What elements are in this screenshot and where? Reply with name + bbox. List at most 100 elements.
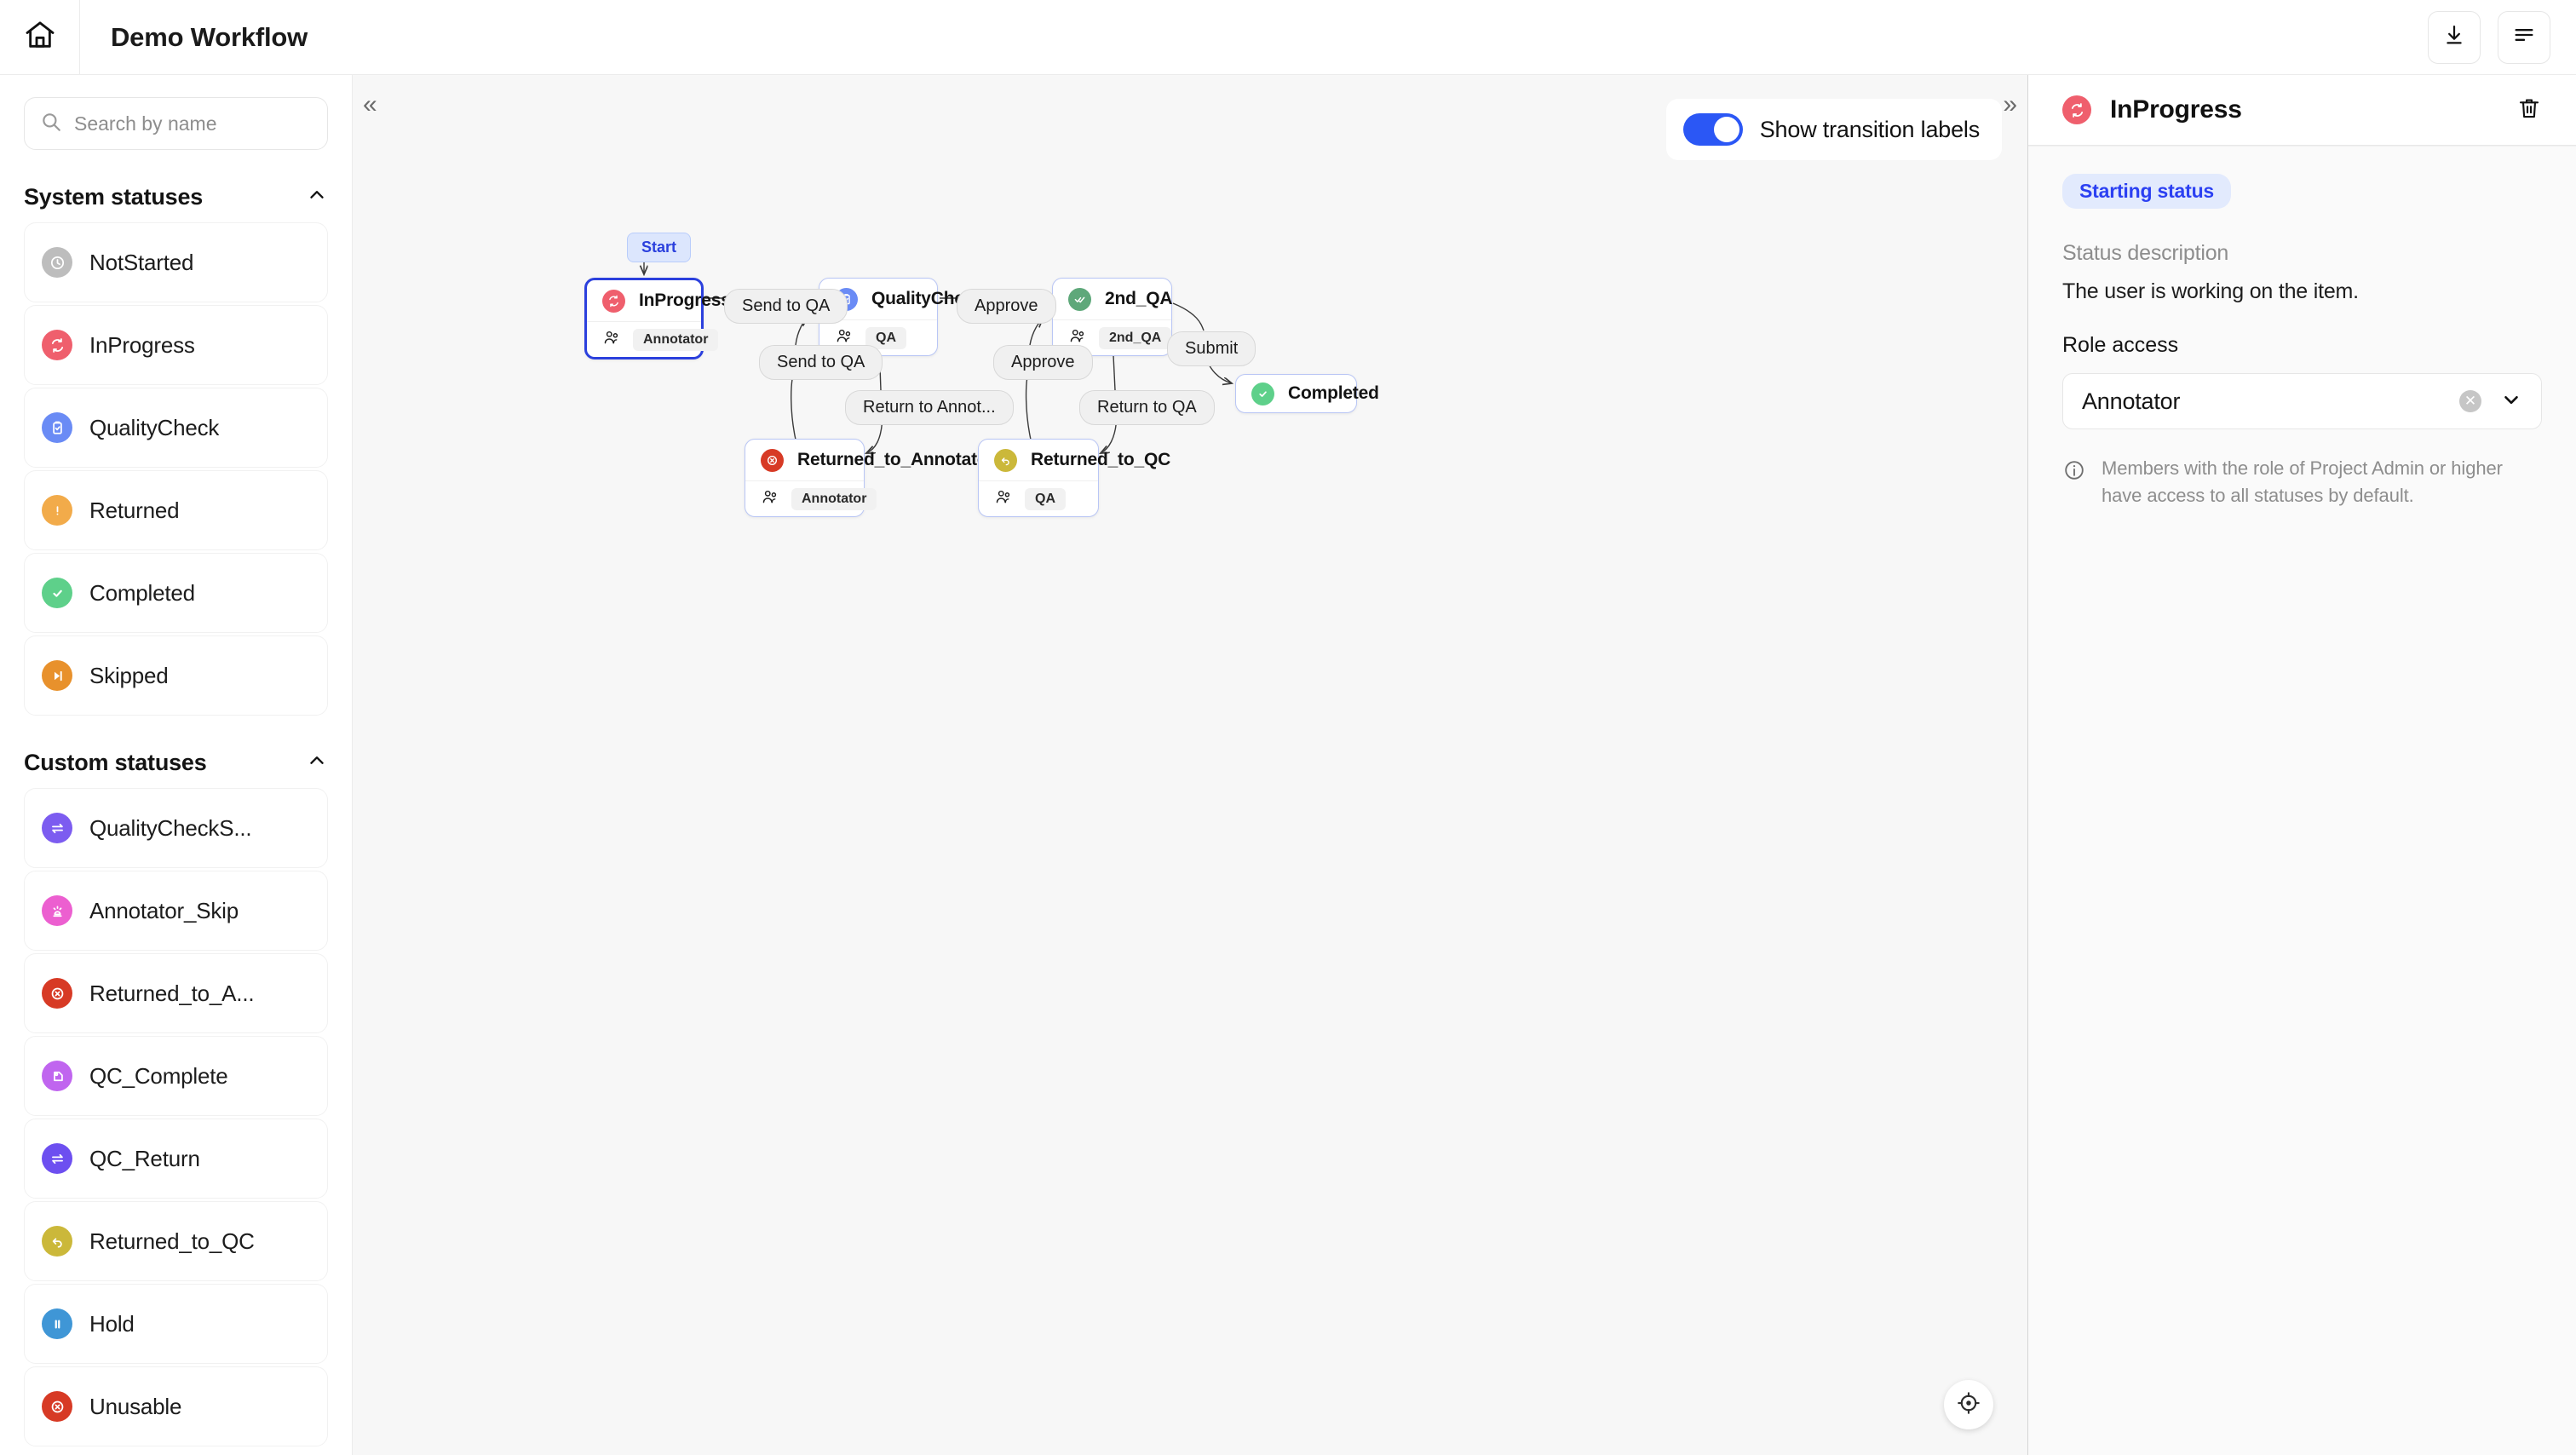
users-icon [602, 328, 621, 351]
check-icon [42, 578, 72, 608]
panel-divider [2028, 145, 2576, 146]
sidebar-item-qc-return[interactable]: QC_Return [24, 1119, 328, 1199]
refresh-icon [602, 289, 625, 313]
workflow-node-completed[interactable]: Completed [1235, 374, 1379, 413]
status-icon [2062, 95, 2091, 124]
sidebar-item-label: QC_Return [89, 1145, 200, 1171]
collapse-sidebar-button[interactable]: « [363, 90, 377, 118]
start-badge: Start [627, 233, 692, 262]
home-button[interactable] [0, 0, 80, 75]
sidebar-item-inprogress[interactable]: InProgress [24, 305, 328, 385]
skip-icon [42, 660, 72, 691]
transition-label-3[interactable]: Approve [957, 289, 1056, 324]
x-circle-icon [42, 978, 72, 1009]
x-circle-icon [42, 1391, 72, 1422]
sidebar-group-header-0[interactable]: System statuses [24, 184, 328, 210]
sidebar-item-skipped[interactable]: Skipped [24, 635, 328, 716]
sidebar-item-completed[interactable]: Completed [24, 553, 328, 633]
sidebar-item-label: Returned [89, 497, 180, 523]
role-access-label: Role access [2062, 333, 2179, 357]
info-icon [2062, 458, 2086, 509]
search-box[interactable] [24, 97, 328, 150]
users-icon [761, 487, 779, 510]
node-title: Returned_to_Annotator [797, 450, 995, 469]
transition-label-1[interactable]: Send to QA [759, 345, 883, 380]
sidebar-item-returned-to-qc[interactable]: Returned_to_QC [24, 1201, 328, 1281]
users-icon [1068, 326, 1087, 349]
sidebar-item-label: QualityCheck [89, 414, 220, 440]
sidebar-group-header-1[interactable]: Custom statuses [24, 750, 328, 776]
undo-icon [42, 1226, 72, 1257]
sidebar-item-returned-to-a[interactable]: Returned_to_A... [24, 953, 328, 1033]
sidebar-item-label: Skipped [89, 662, 169, 688]
sidebar-group-title: Custom statuses [24, 750, 207, 775]
sidebar-item-qualitycheck[interactable]: QualityCheck [24, 388, 328, 468]
x-circle-icon [761, 448, 784, 472]
status-description-label: Status description [2062, 241, 2229, 265]
users-icon [994, 487, 1013, 510]
status-badge: Starting status [2062, 174, 2232, 209]
role-access-select[interactable]: Annotator ✕ [2062, 373, 2542, 429]
node-role-chip: 2nd_QA [1099, 326, 1172, 349]
role-access-hint: Members with the role of Project Admin o… [2062, 455, 2542, 509]
sidebar-item-annotator-skip[interactable]: Annotator_Skip [24, 871, 328, 951]
recenter-button[interactable] [1944, 1380, 1993, 1429]
sidebar-item-qualitychecks[interactable]: QualityCheckS... [24, 788, 328, 868]
chevron-up-icon[interactable] [306, 184, 328, 210]
page-title: Demo Workflow [111, 21, 308, 52]
menu-icon [2512, 23, 2536, 51]
node-title: Completed [1288, 383, 1379, 403]
sidebar-item-notstarted[interactable]: NotStarted [24, 222, 328, 302]
clipboard-check-icon [42, 412, 72, 443]
show-transition-labels-toggle[interactable]: Show transition labels [1665, 99, 2002, 160]
alert-icon [42, 495, 72, 526]
sidebar-item-label: Hold [89, 1310, 135, 1337]
menu-button[interactable] [2498, 10, 2550, 64]
double-check-icon [1068, 287, 1091, 311]
node-role-chip: QA [1025, 487, 1066, 510]
sidebar-item-label: QC_Complete [89, 1062, 228, 1089]
sidebar-item-label: Unusable [89, 1393, 182, 1419]
sidebar-item-hold[interactable]: Hold [24, 1284, 328, 1364]
node-title: Returned_to_QC [1031, 450, 1171, 469]
transition-label-5[interactable]: Return to QA [1079, 390, 1215, 425]
workflow-canvas[interactable]: « » Show transition labels [353, 75, 2027, 1455]
node-title: QualityCheck [871, 289, 984, 308]
sidebar-item-qc-complete[interactable]: QC_Complete [24, 1036, 328, 1116]
toggle-switch[interactable] [1682, 113, 1743, 146]
search-input[interactable] [74, 112, 312, 135]
sidebar-item-returned[interactable]: Returned [24, 470, 328, 550]
collapse-panel-button[interactable]: » [2003, 90, 2017, 118]
sidebar-item-label: Returned_to_A... [89, 980, 255, 1006]
sidebar-item-label: NotStarted [89, 249, 194, 275]
swap-icon [42, 813, 72, 843]
refresh-icon [42, 330, 72, 360]
sidebar-item-label: InProgress [89, 331, 195, 358]
sidebar-group-title: System statuses [24, 184, 204, 210]
node-role-chip: Annotator [633, 328, 719, 351]
panel-title: InProgress [2110, 95, 2242, 124]
download-icon [2442, 23, 2466, 51]
node-title: 2nd_QA [1105, 289, 1173, 308]
chevron-up-icon[interactable] [306, 750, 328, 776]
status-details-panel: InProgress Starting status Status descri… [2027, 75, 2576, 1455]
siren-icon [42, 895, 72, 926]
transition-label-0[interactable]: Send to QA [724, 289, 848, 324]
users-icon [835, 326, 854, 349]
clear-icon[interactable]: ✕ [2459, 390, 2481, 412]
download-button[interactable] [2428, 10, 2481, 64]
transition-label-2[interactable]: Return to Annot... [845, 390, 1014, 425]
sidebar: System statusesNotStartedInProgressQuali… [0, 75, 353, 1455]
undo-icon [994, 448, 1017, 472]
chevron-down-icon[interactable] [2500, 388, 2522, 415]
transition-label-4[interactable]: Approve [993, 345, 1093, 380]
sidebar-item-label: Returned_to_QC [89, 1228, 255, 1254]
workflow-node-2nd_qa[interactable]: 2nd_QA 2nd_QA [1052, 278, 1173, 356]
transition-label-6[interactable]: Submit [1167, 331, 1256, 366]
sidebar-item-unusable[interactable]: Unusable [24, 1366, 328, 1446]
node-role-chip: Annotator [791, 487, 877, 510]
delete-status-button[interactable] [2516, 95, 2542, 125]
workflow-node-returned_to_qc[interactable]: Returned_to_QC QA [978, 439, 1170, 517]
